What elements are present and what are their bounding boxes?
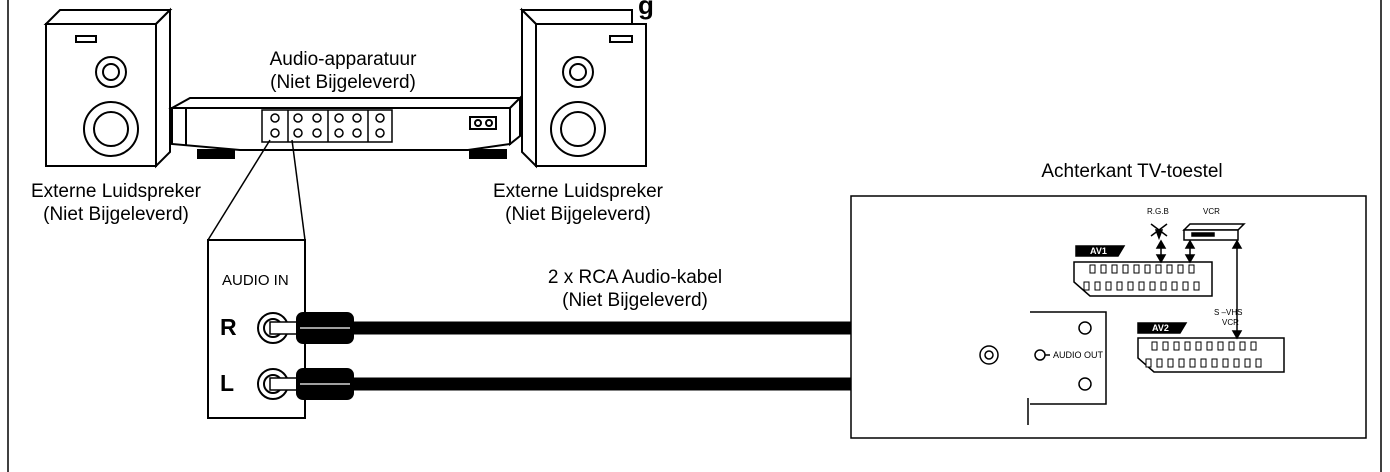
tv-back-panel — [850, 195, 1367, 439]
svhs-label: S –VHS — [1214, 308, 1243, 317]
amplifier-jack-panel — [261, 109, 393, 143]
cable-label-line-2: (Niet Bijgeleverd) — [562, 290, 708, 311]
speaker-right — [519, 7, 647, 169]
speaker-right-label-line-1: Externe Luidspreker — [492, 181, 664, 202]
speaker-left-label-line-1: Externe Luidspreker — [30, 181, 202, 202]
speaker-left — [43, 7, 173, 169]
rgb-source-icon — [1150, 223, 1168, 241]
av1-scart — [1073, 245, 1213, 297]
av2-scart — [1137, 322, 1285, 373]
speaker-left-label-line-2: (Niet Bijgeleverd) — [43, 204, 189, 225]
page-frame — [7, 0, 1382, 472]
vcr-top-label: VCR — [1203, 207, 1220, 216]
tv-back-title: Achterkant TV-toestel — [1041, 161, 1223, 182]
speaker-right-label-line-2: (Niet Bijgeleverd) — [505, 204, 651, 225]
audio-in-label: AUDIO IN — [222, 272, 289, 289]
speaker-left-label: Externe Luidspreker (Niet Bijgeleverd) — [0, 180, 232, 226]
vcr-device-icon — [1182, 223, 1246, 241]
r-channel-label: R — [220, 314, 237, 340]
zoom-lines — [207, 139, 306, 241]
signal-arrows — [1155, 239, 1243, 340]
amplifier-label-line-1: Audio-apparatuur — [269, 49, 417, 70]
l-channel-label: L — [220, 370, 235, 396]
speaker-right-label: Externe Luidspreker (Niet Bijgeleverd) — [462, 180, 694, 226]
rgb-label: R.G.B — [1147, 207, 1169, 216]
cable-label: 2 x RCA Audio-kabel (Niet Bijgeleverd) — [510, 266, 760, 312]
audio-amplifier — [168, 95, 523, 159]
audio-out-label: AUDIO OUT — [1053, 350, 1104, 360]
svhs-vcr-label: VCR — [1222, 318, 1239, 327]
title-fragment: g — [638, 0, 654, 20]
amplifier-label: Audio-apparatuur (Niet Bijgeleverd) — [248, 48, 438, 94]
amplifier-label-line-2: (Niet Bijgeleverd) — [270, 72, 416, 93]
cable-label-line-1: 2 x RCA Audio-kabel — [547, 267, 723, 288]
av2-badge: AV2 — [1152, 323, 1169, 333]
av1-badge: AV1 — [1090, 246, 1107, 256]
